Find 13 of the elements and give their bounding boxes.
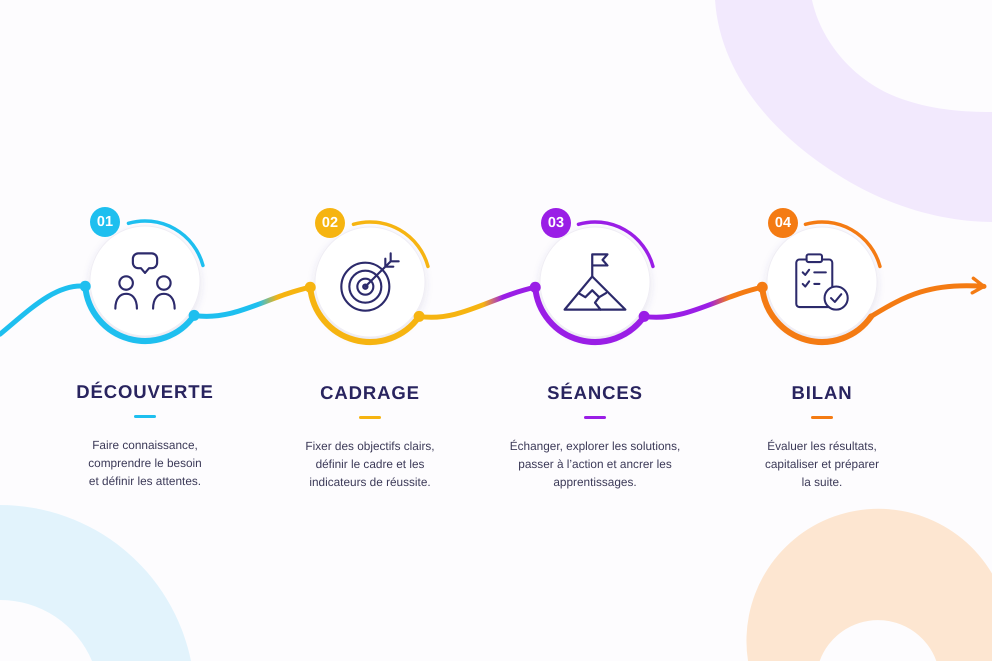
step-number-badge: 04 (768, 208, 798, 238)
step-description: Fixer des objectifs clairs, définir le cadre et les indicateurs de réussite. (304, 438, 436, 491)
curved-arrow (868, 276, 986, 319)
step-title: BILAN (791, 381, 853, 405)
step-number-badge: 01 (90, 207, 120, 237)
step-title: DÉCOUVERTE (76, 380, 214, 404)
step-number-badge: 03 (541, 208, 571, 238)
step-number-badge: 02 (315, 208, 345, 238)
step-title: SÉANCES (547, 381, 643, 405)
step-title: CADRAGE (320, 381, 420, 405)
step-description: Évaluer les résultats, capitaliser et préparer la suite. (764, 438, 880, 491)
step-description: Échanger, explorer les solutions, passer à l’action et ancrer les apprentissages. (508, 438, 682, 491)
step-description: Faire connaissance, comprendre le besoin et définir les attentes. (87, 437, 203, 490)
